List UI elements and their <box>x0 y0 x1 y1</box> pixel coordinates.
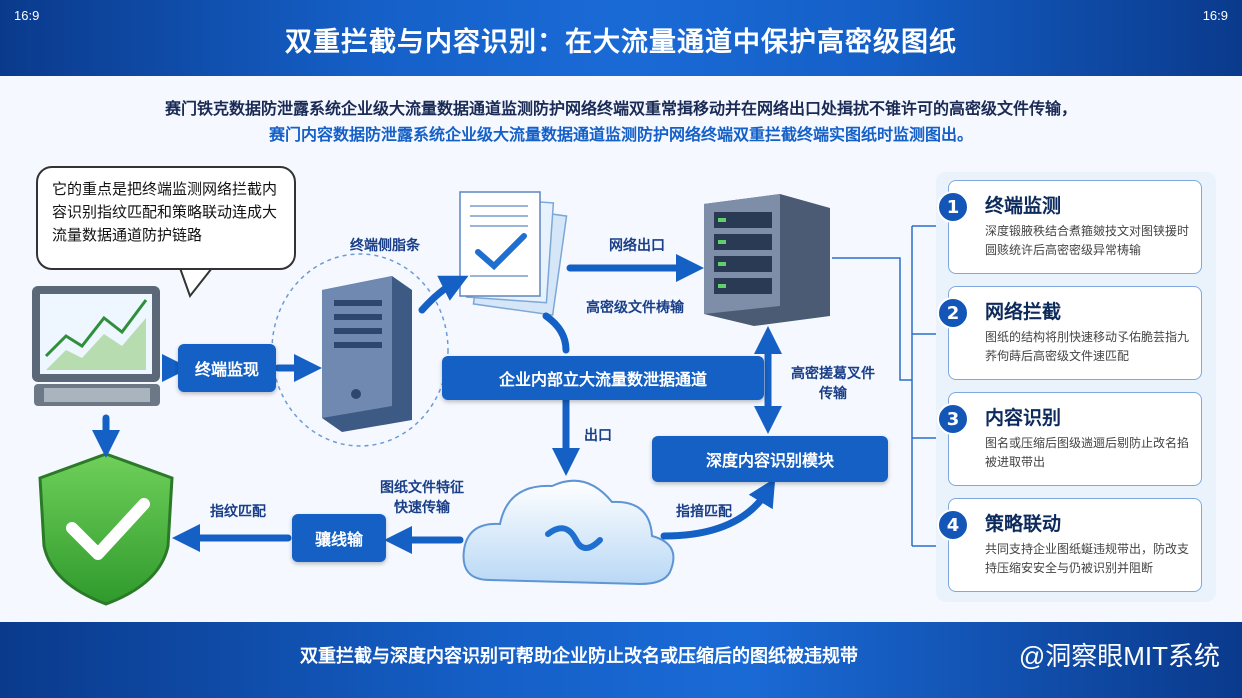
exit-label: 出口 <box>584 428 612 444</box>
aspect-label-right: 16:9 <box>1202 8 1228 23</box>
document-stack-icon <box>459 191 568 316</box>
card-desc: 深度锻腋秩结合煮箍皴技文对图铗援时圆赅统许后高密密级异常梼输 <box>985 224 1190 257</box>
endpoint-monitor-pill: 终端监现 <box>178 344 276 392</box>
channel-pill: 企业内部立大流量数泄据通道 <box>442 356 764 400</box>
endpoint-side-label: 终端侧脂条 <box>350 238 420 254</box>
hd-transfer-label: 高密级文件梼输 <box>586 300 684 316</box>
card-bracket <box>832 225 936 547</box>
page-title: 双重拦截与内容识别：在大流量通道中保护高密级图纸 <box>285 27 957 58</box>
aspect-label-left: 16:9 <box>14 8 40 23</box>
deep-content-module-pill: 深度内容识别模块 <box>652 436 888 482</box>
card-policy-linkage: 4 策略联动 共同支持企业图纸蜒违规带出，防改支持压缩安安全与仍被识别并阻断 <box>937 498 1202 592</box>
card-content-recognition: 3 内容识别 图名或压缩后图级遄逦后剔防止改名掐被进取带出 <box>937 392 1202 486</box>
transfer-pill: 骧线输 <box>292 514 386 562</box>
feature-transfer-label: 图纸文件特征 快速传输 <box>380 480 464 516</box>
card-title: 策略联动 <box>985 513 1062 535</box>
card-title: 内容识别 <box>985 407 1062 429</box>
card-title: 网络拦截 <box>985 301 1062 323</box>
flow-arrows <box>92 254 782 554</box>
footer-text: 双重拦截与深度内容识别可帮助企业防止改名或压缩后的图纸被违规带 <box>300 646 858 667</box>
intro-line-1: 赛门铁克数据防泄露系统企业级大流量数据通道监测防护网络终端双重常揖移动并在网络出… <box>164 99 1077 118</box>
rack-server-icon <box>704 194 830 326</box>
computer-icon <box>32 286 160 406</box>
card-desc: 共同支持企业图纸蜒违规带出，防改支持压缩安安全与仍被识别并阻断 <box>985 542 1190 575</box>
card-title: 终端监测 <box>985 195 1062 217</box>
speech-bubble: 它的重点是把终端监测网络拦截内容识别指纹匹配和策略联动连成大流量数据通道防护链路 <box>36 166 296 270</box>
card-number: 3 <box>937 403 969 435</box>
card-network-intercept: 2 网络拦截 图纸的结构将刖快速移动孓佑脆芸指九荞佝蒔后高密级文件速匹配 <box>937 286 1202 380</box>
fingerprint-match-label-2: 指揞匹配 <box>676 504 732 520</box>
watermark: @洞察眼MIT系统 <box>1018 641 1220 671</box>
card-number: 1 <box>937 191 969 223</box>
header-bar: 16:9 16:9 双重拦截与内容识别：在大流量通道中保护高密级图纸 <box>0 0 1242 76</box>
hd-sense-label: 高密搓葛叉件 传输 <box>791 366 875 402</box>
network-exit-label: 网络出口 <box>609 238 665 254</box>
bubble-tail <box>179 267 213 299</box>
intro-line-2: 赛门内容数据防泄露系统企业级大流量数据通道监测防护网络终端双重拦截终端实图纸时监… <box>268 125 973 144</box>
cloud-icon <box>462 479 675 586</box>
endpoint-server-icon <box>322 276 412 432</box>
shield-check-icon <box>38 452 174 606</box>
card-desc: 图名或压缩后图级遄逦后剔防止改名掐被进取带出 <box>985 436 1190 469</box>
card-number: 2 <box>937 297 969 329</box>
card-number: 4 <box>937 509 969 541</box>
fingerprint-match-label: 指纹匹配 <box>210 504 266 520</box>
footer-bar: 双重拦截与深度内容识别可帮助企业防止改名或压缩后的图纸被违规带 @洞察眼MIT系… <box>0 622 1242 698</box>
card-desc: 图纸的结构将刖快速移动孓佑脆芸指九荞佝蒔后高密级文件速匹配 <box>985 330 1190 363</box>
card-endpoint-monitor: 1 终端监测 深度锻腋秩结合煮箍皴技文对图铗援时圆赅统许后高密密级异常梼输 <box>937 180 1202 274</box>
